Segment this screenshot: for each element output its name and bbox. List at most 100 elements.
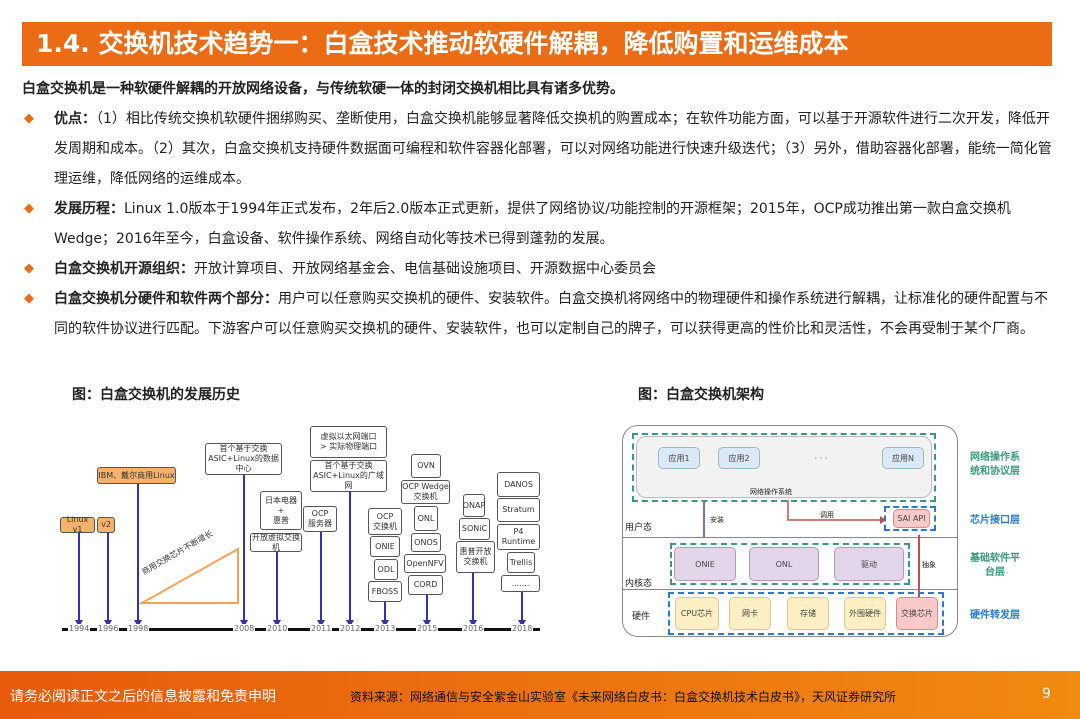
page-number: 9 — [1042, 686, 1051, 702]
milestone-box: DANOS — [497, 472, 540, 497]
hardware-box: CPU芯片 — [675, 597, 719, 630]
milestone-box: ONIE — [370, 536, 400, 557]
milestone-box: Trellis — [507, 552, 535, 573]
year-label: 1998 — [127, 624, 150, 633]
milestone-box: ONAP — [463, 494, 485, 517]
timeline-arrow — [426, 595, 428, 622]
milestone-box: OpenNFV — [404, 554, 446, 573]
hardware-box: 外围硬件 — [844, 597, 886, 630]
milestone-box: Stratum — [497, 498, 540, 522]
arrow-head-icon — [468, 620, 477, 627]
timeline-arrow — [320, 532, 322, 622]
hardware-box: 存储 — [787, 597, 829, 630]
milestone-box: ODL — [374, 559, 398, 580]
layer-label: 硬件转发层 — [970, 610, 1020, 621]
arrow-head-icon — [239, 620, 248, 627]
arrow-head-icon — [316, 620, 325, 627]
bullet-label: 发展历程： — [54, 201, 124, 217]
call-label: 调用 — [820, 511, 834, 519]
timeline-arrow — [78, 533, 80, 622]
app-box: 应用N — [882, 447, 924, 469]
fig2-caption: 图：白盒交换机架构 — [638, 387, 764, 403]
milestone-box: FBOSS — [368, 581, 402, 602]
milestone-box: Linux v1 — [60, 515, 95, 534]
arrow-head-icon — [74, 620, 83, 627]
growth-triangle — [138, 547, 239, 604]
kernel-space-label: 内核态 — [625, 579, 653, 589]
nos-label: 网络操作系统 — [750, 488, 792, 496]
milestone-box: v2 — [97, 517, 115, 533]
diamond-icon: ◆ — [24, 261, 34, 276]
bullet-text: （1）相比传统交换机软硬件捆绑购买、垄断使用，白盒交换机能够显著降低交换机的购置… — [54, 111, 1052, 187]
bullet-item: ◆ 白盒交换机开源组织：开放计算项目、开放网络基金会、电信基础设施项目、开源数据中… — [22, 254, 1052, 284]
year-label: 2010 — [266, 624, 289, 633]
app-box: 应用1 — [658, 447, 700, 469]
bullet-text: 用户可以任意购买交换机的硬件、安装软件。白盒交换机将网络中的物理硬件和操作系统进… — [54, 291, 1048, 337]
page-title: 1.4. 交换机技术趋势一：白盒技术推动软硬件解耦，降低购置和运维成本 — [22, 22, 1052, 66]
milestone-box: ONL — [414, 506, 438, 531]
year-label: 2015 — [416, 624, 439, 633]
diamond-icon: ◆ — [24, 291, 34, 306]
milestone-box: 开放虚拟交换机 — [250, 532, 302, 552]
kernel-box: ONIE — [674, 547, 736, 581]
timeline-arrow — [107, 533, 109, 622]
app-box: 应用2 — [718, 447, 760, 469]
milestone-box: OCP 服务器 — [303, 506, 337, 532]
intro: 白盒交换机是一种软硬件解耦的开放网络设备，与传统软硬一体的封闭交换机相比具有诸多… — [22, 81, 624, 97]
layer-label: 基础软件平台层 — [970, 553, 1020, 578]
layer-label: 芯片接口层 — [970, 515, 1020, 526]
milestone-box: P4 Runtime — [497, 524, 540, 550]
bullet-item: ◆ 白盒交换机分硬件和软件两个部分：用户可以任意购买交换机的硬件、安装软件。白盒交… — [22, 284, 1052, 344]
timeline-arrow — [137, 484, 139, 622]
layer-label: 网络操作系统和协议层 — [970, 452, 1020, 477]
disclaimer: 请务必阅读正文之后的信息披露和免责申明 — [10, 689, 276, 705]
arrow-head-icon — [422, 620, 431, 627]
milestone-box: OCP 交换机 — [368, 508, 402, 535]
kernel-box: 驱动 — [834, 547, 904, 581]
bullet-item: ◆ 发展历程：Linux 1.0版本于1994年正式发布，2年后2.0版本正式更新… — [22, 194, 1052, 254]
milestone-box: ....... — [501, 575, 540, 592]
bullet-label: 白盒交换机分硬件和软件两个部分： — [54, 291, 278, 307]
timeline-arrow — [384, 602, 386, 622]
hardware-box: 网卡 — [729, 597, 771, 630]
app-box: · · · — [814, 453, 828, 463]
arrow-head-icon — [345, 620, 354, 627]
diamond-icon: ◆ — [24, 201, 34, 216]
abstract-label: 抽象 — [922, 561, 936, 569]
year-label: 2012 — [339, 624, 362, 633]
install-label: 安装 — [710, 516, 724, 524]
milestone-box: SONiC — [459, 518, 490, 540]
sai-api-box: SAI API — [893, 509, 930, 528]
bullet-label: 优点： — [54, 111, 96, 127]
milestone-box: 日本电器 + 惠普 — [260, 491, 302, 530]
milestone-box: 首个基于交换 ASIC+Linux的广域网 — [310, 460, 387, 492]
bullet-text: 开放计算项目、开放网络基金会、电信基础设施项目、开源数据中心委员会 — [194, 261, 656, 277]
arrow-head-icon — [133, 620, 142, 627]
body-text: 白盒交换机是一种软硬件解耦的开放网络设备，与传统软硬一体的封闭交换机相比具有诸多… — [22, 74, 1052, 344]
arrow-head-icon — [517, 620, 526, 627]
milestone-box: 首个基于交换 ASIC+Linux的数据中心 — [205, 443, 282, 475]
milestone-box: CORD — [408, 575, 443, 595]
milestone-box: 惠普开放 交换机 — [456, 541, 495, 573]
year-label: 2008 — [233, 624, 256, 633]
bullet-item: ◆优点：（1）相比传统交换机软硬件捆绑购买、垄断使用，白盒交换机能够显著降低交换… — [22, 104, 1052, 194]
bullet-label: 白盒交换机开源组织： — [54, 261, 194, 277]
milestone-box: 虚拟以太网端口 > 实际物理端口 — [310, 426, 387, 458]
timeline-arrow — [243, 475, 245, 622]
bullet-text: Linux 1.0版本于1994年正式发布，2年后2.0版本正式更新，提供了网络… — [54, 201, 1011, 247]
arrow-head-icon — [103, 620, 112, 627]
arrow-head-icon — [272, 620, 281, 627]
year-label: 2011 — [310, 624, 333, 633]
year-label: 2016 — [462, 624, 485, 633]
user-space-label: 用户态 — [625, 523, 653, 533]
year-label: 2013 — [374, 624, 397, 633]
milestone-box: OVN — [411, 454, 441, 478]
timeline-arrow — [276, 552, 278, 622]
milestone-box: ONOS — [411, 533, 441, 552]
arrow-head-icon — [380, 620, 389, 627]
milestone-box: IBM、戴尔商用Linux — [97, 467, 176, 484]
timeline-arrow — [349, 492, 351, 622]
year-label: 1994 — [68, 624, 91, 633]
milestone-box: OCP Wedge 交换机 — [401, 480, 450, 504]
fig1-caption: 图：白盒交换机的发展历史 — [72, 387, 240, 403]
